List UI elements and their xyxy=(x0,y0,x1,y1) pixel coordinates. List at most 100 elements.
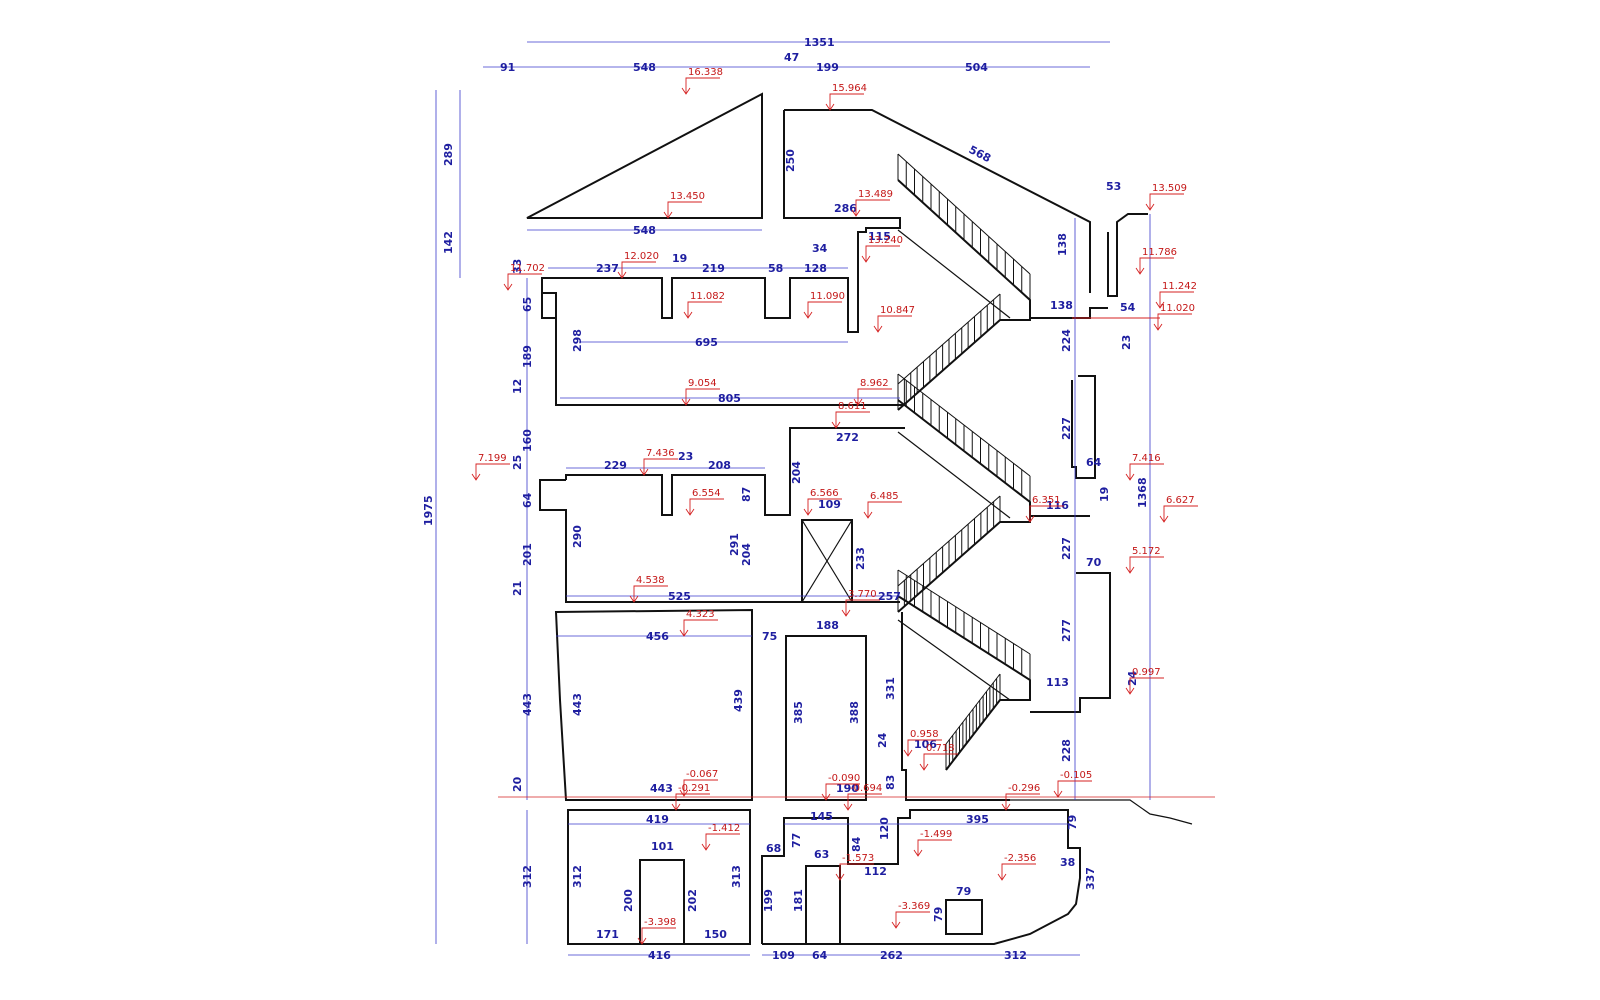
level-marker: 4.323 xyxy=(679,609,718,637)
dim-138-a: 138 xyxy=(1056,233,1069,256)
dim-202: 202 xyxy=(686,889,699,912)
dim-298: 298 xyxy=(571,329,584,352)
staircase xyxy=(897,153,1031,771)
level-marker: 7.436 xyxy=(639,448,678,476)
basement-right xyxy=(761,809,1081,945)
dim-199: 199 xyxy=(816,61,839,74)
dim-233: 233 xyxy=(854,547,867,570)
dim-64-right: 64 xyxy=(1086,456,1102,469)
dim-64-left: 64 xyxy=(521,492,534,508)
level-value: 6.554 xyxy=(692,488,721,499)
level-marker: -1.573 xyxy=(835,853,874,881)
dim-24-left: 24 xyxy=(876,732,889,748)
dim-101: 101 xyxy=(651,840,674,853)
dim-568: 568 xyxy=(967,143,993,165)
level-value: 0.718 xyxy=(926,743,955,754)
basement-niche xyxy=(805,865,841,945)
dim-113: 113 xyxy=(1046,676,1069,689)
level-value: 11.702 xyxy=(510,263,545,274)
level-marker: -0.067 xyxy=(679,769,718,797)
dim-171: 171 xyxy=(596,928,619,941)
dim-112: 112 xyxy=(864,865,887,878)
basement-window xyxy=(945,899,983,935)
level-value: -3.398 xyxy=(644,917,676,928)
level-value: 7.436 xyxy=(646,448,675,459)
level-marker: 13.450 xyxy=(663,191,705,219)
dim-145: 145 xyxy=(810,810,833,823)
level-value: -1.499 xyxy=(920,829,952,840)
elevator-shaft xyxy=(801,519,853,603)
dimension-labels: 1351 91 548 47 199 504 548 289 142 1975 … xyxy=(422,36,1149,962)
level-value: -0.067 xyxy=(686,769,718,780)
level-marker: 0.958 xyxy=(903,729,942,757)
dim-219: 219 xyxy=(702,262,725,275)
dim-189: 189 xyxy=(521,345,534,368)
dim-272: 272 xyxy=(836,431,859,444)
dim-224: 224 xyxy=(1060,329,1073,352)
dimension-lines xyxy=(435,41,1151,956)
level-value: 11.082 xyxy=(690,291,725,302)
level-value: 6.485 xyxy=(870,491,899,502)
level-value: -0.291 xyxy=(678,783,710,794)
dim-200: 200 xyxy=(622,889,635,912)
level-marker: 11.090 xyxy=(803,291,845,319)
dim-229: 229 xyxy=(604,459,627,472)
dim-331: 331 xyxy=(884,677,897,700)
level-marker: 0.718 xyxy=(919,743,958,771)
ground-profile xyxy=(1010,799,1193,825)
level-value: 9.054 xyxy=(688,378,717,389)
level-value: 16.338 xyxy=(688,67,723,78)
dim-443-bottom: 443 xyxy=(650,782,673,795)
dim-right-height: 1368 xyxy=(1136,477,1149,508)
level-marker: 12.020 xyxy=(617,251,659,279)
floor2-outline xyxy=(565,427,905,516)
dim-128: 128 xyxy=(804,262,827,275)
level-marker: -0.090 xyxy=(821,773,860,801)
dim-19-right: 19 xyxy=(1098,487,1111,502)
level-value: 13.489 xyxy=(858,189,893,200)
level-value: 13.509 xyxy=(1152,183,1187,194)
dim-70: 70 xyxy=(1086,556,1102,569)
dim-87: 87 xyxy=(740,487,753,502)
dim-75: 75 xyxy=(762,630,777,643)
level-marker: -0.694 xyxy=(843,783,882,811)
dim-150: 150 xyxy=(704,928,727,941)
level-value: 4.323 xyxy=(686,609,715,620)
level-marker: -1.499 xyxy=(913,829,952,857)
level-marker: -3.369 xyxy=(891,901,930,929)
level-value: 12.020 xyxy=(624,251,659,262)
level-marker: -3.398 xyxy=(637,917,676,945)
level-value: -3.369 xyxy=(898,901,930,912)
dim-395: 395 xyxy=(966,813,989,826)
right-wall-mid xyxy=(1071,375,1096,479)
level-marker: 15.964 xyxy=(825,83,867,111)
dim-313: 313 xyxy=(730,865,743,888)
floor1-room-left xyxy=(554,608,753,801)
level-marker: 8.962 xyxy=(853,378,892,406)
dim-53: 53 xyxy=(1106,180,1121,193)
level-marker: 13.509 xyxy=(1145,183,1187,211)
level-marker: 7.416 xyxy=(1125,453,1164,481)
dim-250: 250 xyxy=(784,149,797,172)
level-marker: 8.611 xyxy=(831,401,870,429)
dim-188: 188 xyxy=(816,619,839,632)
attic-roof-triangle xyxy=(526,92,763,219)
floor3-slab-left xyxy=(542,292,905,406)
dim-208: 208 xyxy=(708,459,731,472)
right-wall-upper xyxy=(1030,307,1108,319)
dim-109-basement: 109 xyxy=(772,949,795,962)
basement-door xyxy=(639,859,685,945)
level-value: 0.958 xyxy=(910,729,939,740)
dim-12: 12 xyxy=(511,379,524,394)
level-value: -1.412 xyxy=(708,823,740,834)
dim-overall-height: 1975 xyxy=(422,495,435,526)
dim-416: 416 xyxy=(648,949,671,962)
dim-312-left: 312 xyxy=(521,865,534,888)
level-marker: 11.242 xyxy=(1155,281,1197,309)
level-marker: 6.554 xyxy=(685,488,724,516)
structure xyxy=(526,92,1193,945)
level-value: 4.538 xyxy=(636,575,665,586)
dim-109: 109 xyxy=(818,498,841,511)
level-marker: -1.412 xyxy=(701,823,740,851)
floor3-wall-left xyxy=(541,293,556,319)
